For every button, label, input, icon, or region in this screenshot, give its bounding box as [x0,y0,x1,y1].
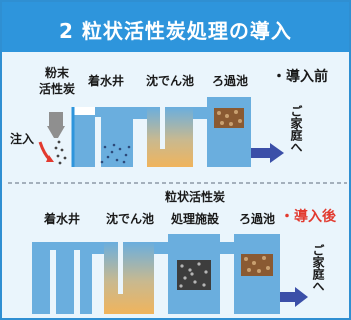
facility-label: 着水井 [43,212,81,226]
filter-basin-after [234,234,280,314]
receiving-well-before [73,107,133,167]
facility-label: 着水井 [87,74,125,88]
flow-arrow-icon [251,143,284,163]
sedimentation-basin-before [147,107,193,167]
after-tag: ・導入後 [280,209,336,225]
pipe [193,107,207,119]
home-label: ご家庭へ [289,105,303,153]
gac-label: 粒状活性炭 [164,190,226,204]
pipe [133,107,147,119]
home-label: ご家庭へ [311,244,325,292]
inject-arrow-icon [38,141,54,162]
facility-label: 沈でん池 [105,212,155,226]
pipe [92,242,104,254]
facility-label: ろ過池 [211,74,249,88]
gac-treatment-basin [168,234,220,314]
sedimentation-basin-after [104,242,154,314]
facility-label: ろ過池 [238,212,276,226]
inject-label: 注入 [10,132,35,146]
page-title: 2 粒状活性炭処理の導入 [59,19,292,43]
filter-basin-before [207,97,251,167]
before-tag: ・導入前 [272,69,328,85]
facility-label: 沈でん池 [145,74,195,88]
pipe [154,242,168,254]
powder-label: 粉末 [44,66,70,80]
flow-arrow-icon [280,287,308,307]
before-process [38,97,284,167]
pipe [220,242,234,254]
powder-particles [54,140,67,165]
title-bar: 2 粒状活性炭処理の導入 [2,2,349,52]
receiving-well-after [32,242,92,314]
facility-label: 処理施設 [170,212,220,226]
powder-label: 活性炭 [38,82,76,96]
powder-hopper-icon [47,112,65,138]
after-process [32,234,308,314]
